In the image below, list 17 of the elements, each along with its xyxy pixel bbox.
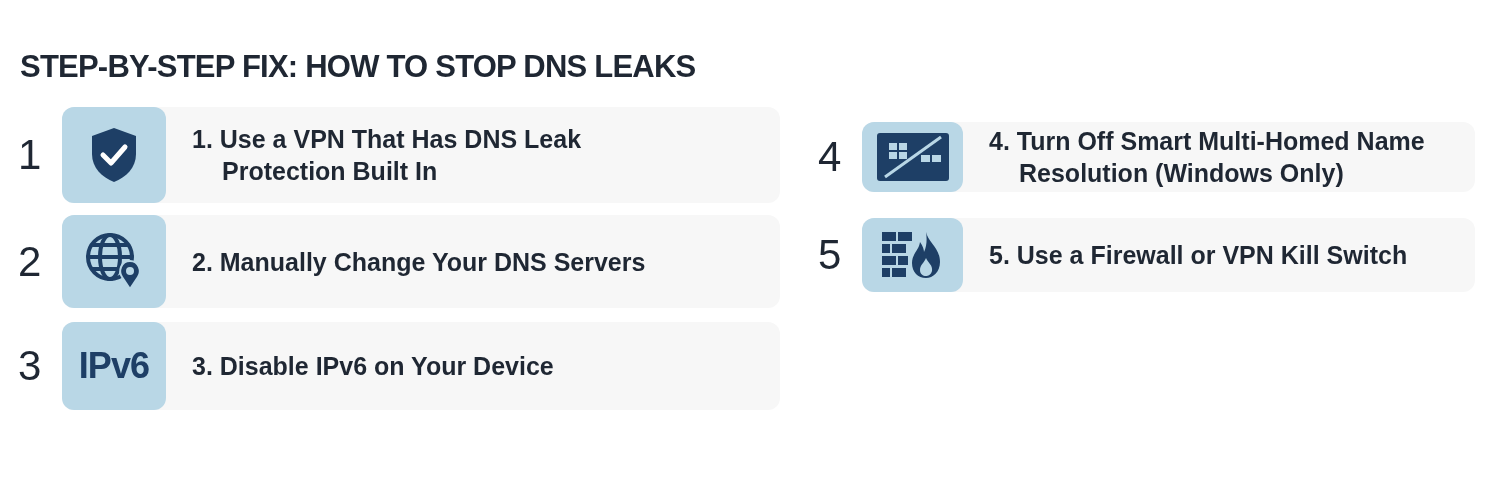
step-card — [862, 218, 1475, 292]
step-card — [62, 107, 780, 203]
step-number: 1 — [18, 134, 42, 176]
step-text: 3. Disable IPv6 on Your Device — [192, 351, 555, 382]
step-text: 5. Use a Firewall or VPN Kill Switch — [989, 240, 1409, 271]
step-number: 5 — [818, 234, 842, 276]
step-number: 4 — [818, 136, 842, 178]
step-number: 2 — [18, 240, 42, 283]
step-text: 2. Manually Change Your DNS Servers — [192, 246, 647, 278]
step-card — [62, 322, 780, 410]
step-text: 1. Use a VPN That Has DNS Leak Protection Built In — [192, 124, 583, 187]
step-card — [62, 215, 780, 308]
title: STEP-BY-STEP FIX: HOW TO STOP DNS LEAKS — [20, 48, 696, 86]
step-text: 4. Turn Off Smart Multi-Homed Name Resolution (Windows Only) — [989, 126, 1426, 189]
step-number: 3 — [18, 345, 42, 387]
ipv6-label: IPv6 — [78, 344, 150, 388]
step-card — [862, 122, 1475, 192]
